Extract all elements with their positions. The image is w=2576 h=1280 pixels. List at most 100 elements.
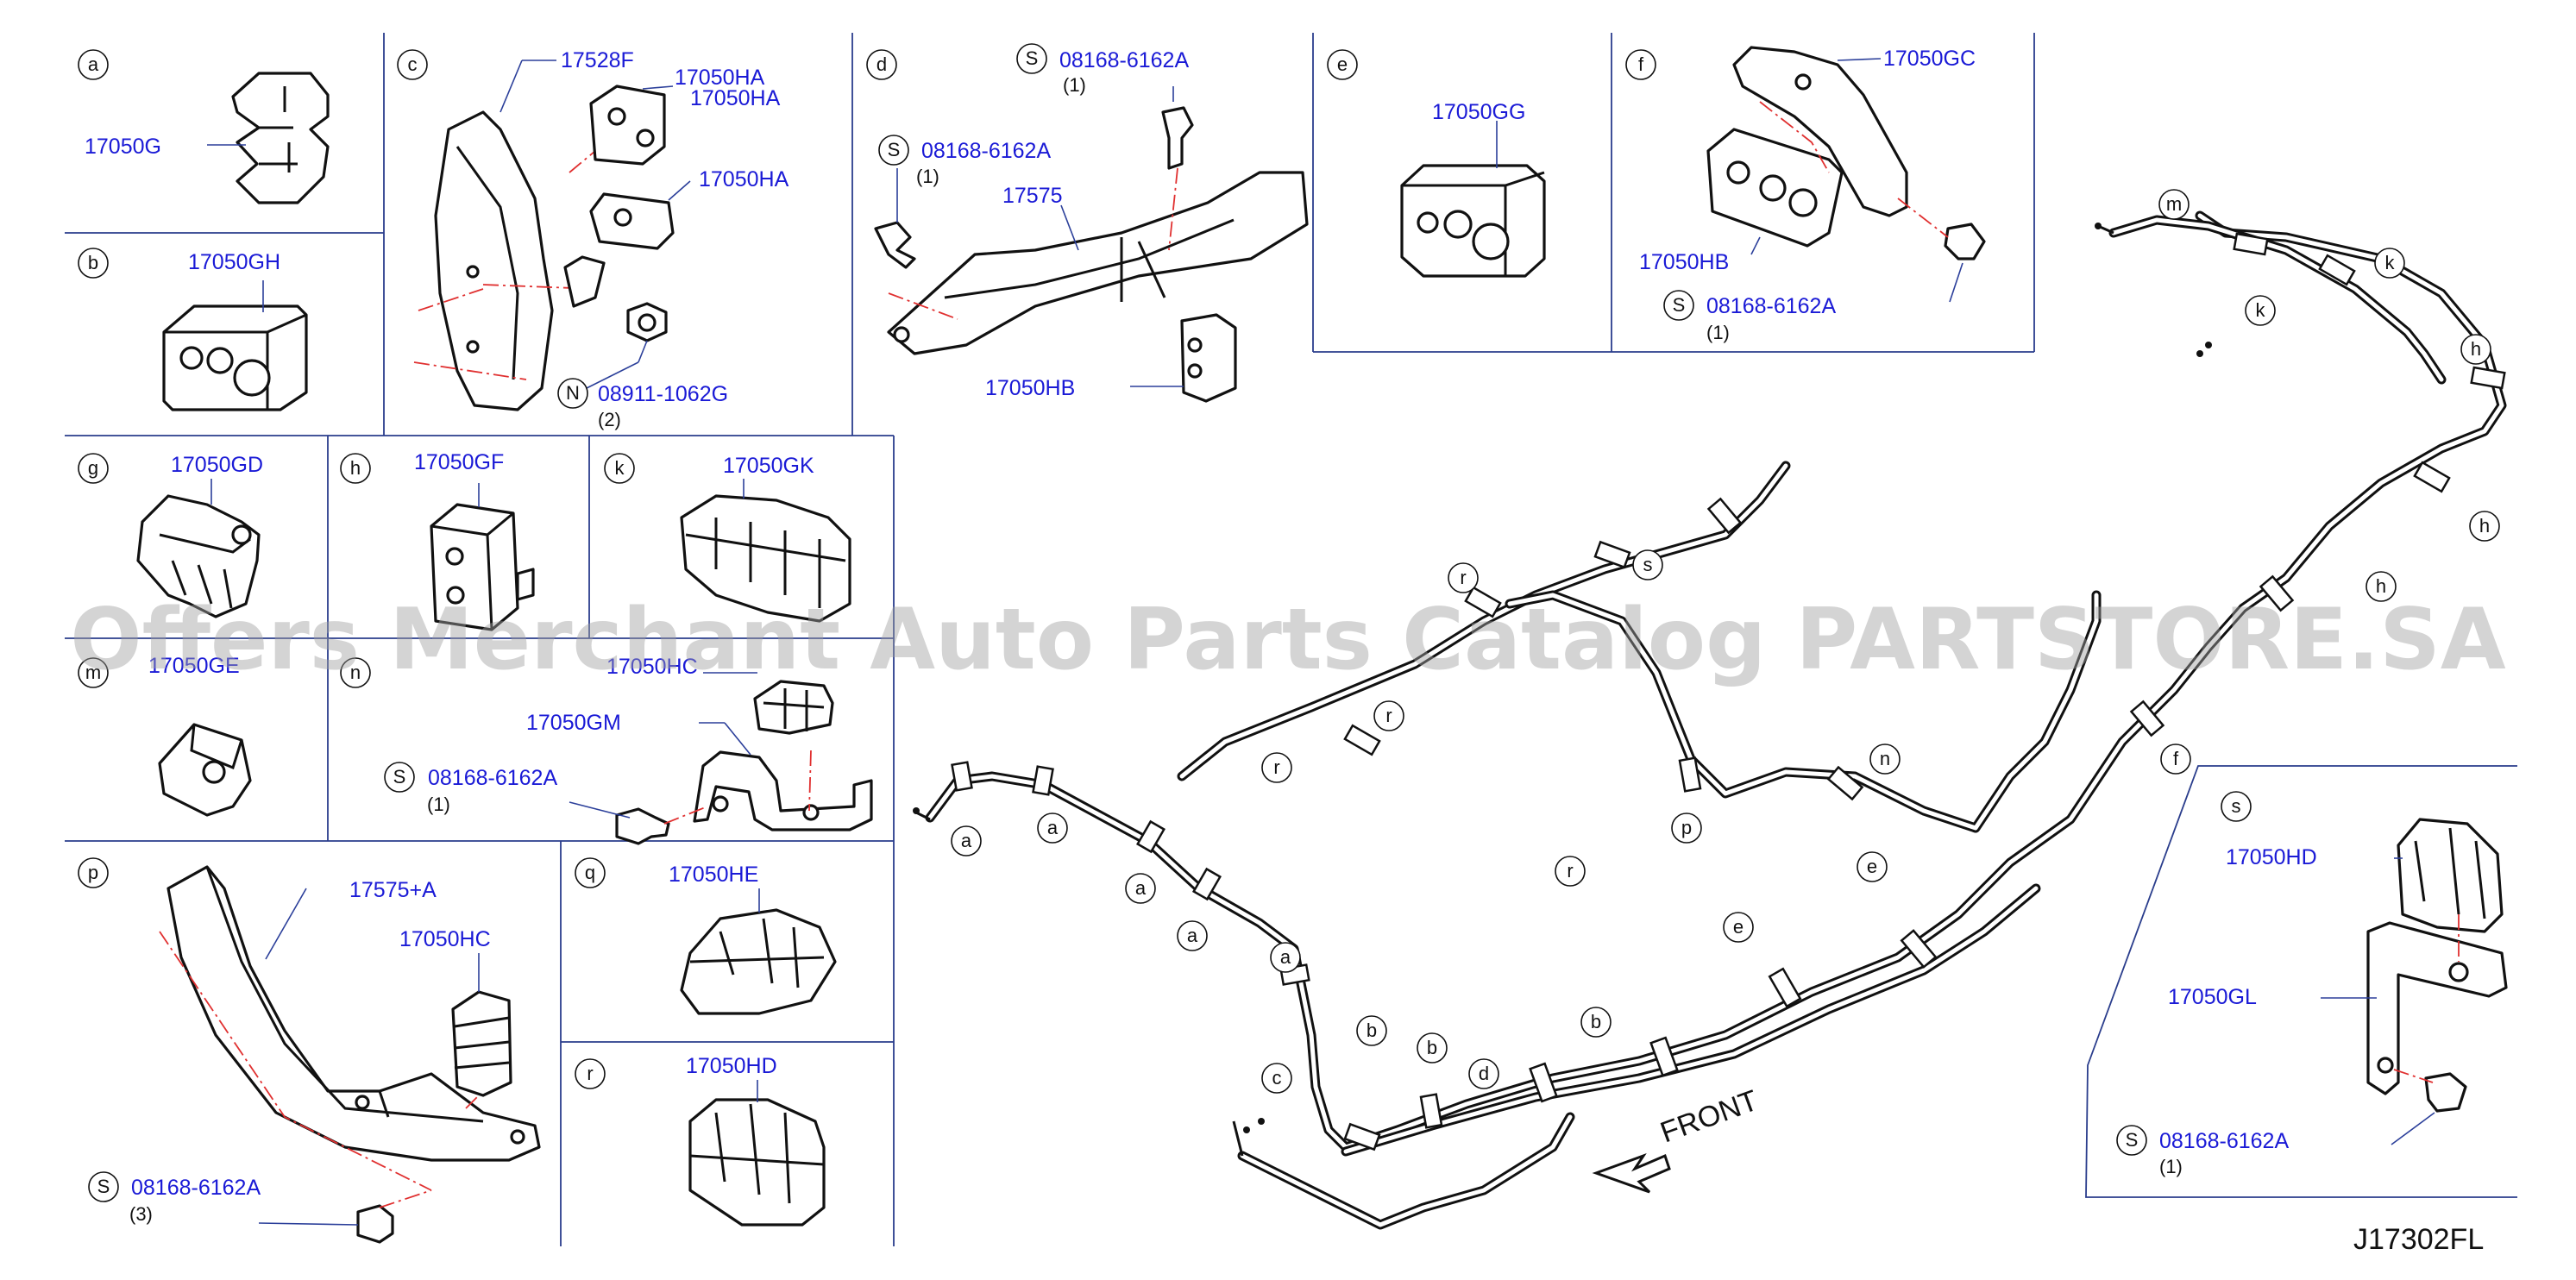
callout-a: a — [1125, 873, 1156, 904]
label-08168-n: 08168-6162A — [428, 766, 557, 790]
panel-a: 17050G — [85, 72, 330, 204]
label-17050ha-3: 17050HA — [699, 167, 789, 191]
bolt-d-1 — [874, 221, 916, 269]
label-08911-1062g: 08911-1062G — [598, 382, 728, 406]
clip-17050hb-d — [1180, 313, 1237, 403]
clip-17050ha-3 — [563, 255, 606, 308]
reference-code: J17302FL — [2353, 1223, 2485, 1256]
svg-text:S: S — [97, 1176, 110, 1197]
bolt-d-2 — [1161, 106, 1194, 170]
panel-letter-r: r — [575, 1058, 606, 1089]
svg-text:e: e — [1867, 856, 1877, 877]
label-17050gc: 17050GC — [1883, 47, 1976, 71]
svg-text:k: k — [2256, 299, 2266, 321]
label-08168-p: 08168-6162A — [131, 1176, 261, 1200]
panel-d: S 08168-6162A (1) S 08168-6162A (1) 1757… — [874, 43, 1309, 403]
callout-e: e — [1723, 912, 1754, 943]
panel-letter-a: a — [78, 49, 109, 80]
clip-17050gk — [680, 494, 851, 623]
svg-text:d: d — [876, 53, 887, 75]
callout-a: a — [1177, 920, 1208, 951]
label-17050ge: 17050GE — [148, 654, 240, 678]
callout-r: r — [1555, 856, 1586, 887]
panel-letter-e: e — [1327, 49, 1358, 80]
label-17050hc-n: 17050HC — [606, 655, 698, 679]
label-17050gm: 17050GM — [526, 711, 621, 735]
label-17050hd-r: 17050HD — [686, 1054, 777, 1078]
qty-d-top: (1) — [1063, 74, 1086, 96]
label-17050hb-f: 17050HB — [1639, 250, 1729, 274]
callout-k: k — [2245, 295, 2276, 326]
svg-text:s: s — [1643, 554, 1653, 575]
clip-17050ha-2 — [589, 192, 675, 250]
svg-text:g: g — [88, 457, 98, 479]
panel-letter-m: m — [78, 657, 109, 688]
panel-g: 17050GD — [136, 453, 263, 618]
label-17050hc-p: 17050HC — [399, 927, 491, 951]
callout-n: n — [1869, 744, 1901, 775]
clip-17050gg — [1400, 164, 1546, 278]
label-17050g: 17050G — [85, 135, 161, 159]
label-08168-d-left: 08168-6162A — [921, 139, 1051, 163]
svg-text:m: m — [2166, 193, 2182, 215]
label-17050ha-2: 17050HA — [690, 86, 781, 110]
svg-text:S: S — [2126, 1129, 2139, 1151]
panel-letter-p: p — [78, 857, 109, 888]
brake-pipe-assembly — [913, 210, 2507, 1230]
panel-letter-k: k — [604, 453, 635, 484]
callout-r: r — [1448, 562, 1479, 593]
bracket-17050gc — [1732, 46, 1908, 217]
front-indicator: FRONT — [1592, 1084, 1762, 1194]
label-17050he: 17050HE — [669, 863, 758, 887]
panel-letter-c: c — [397, 49, 428, 80]
svg-text:r: r — [1460, 567, 1466, 588]
label-17050gl: 17050GL — [2168, 985, 2257, 1009]
callout-d: d — [1468, 1058, 1499, 1089]
svg-text:k: k — [615, 457, 625, 479]
label-17050hd-s: 17050HD — [2226, 845, 2317, 869]
clip-17050ha-1 — [589, 85, 666, 166]
panel-b: 17050GH — [162, 250, 308, 411]
panel-h: 17050GF — [414, 450, 535, 631]
label-17050gf: 17050GF — [414, 450, 504, 474]
svg-text:p: p — [88, 862, 98, 883]
label-17050ha-1: 17050HA — [675, 66, 765, 90]
panel-m: 17050GE — [148, 654, 252, 817]
label-17050gk: 17050GK — [723, 454, 814, 478]
panel-letter-n: n — [340, 657, 371, 688]
label-17050gd: 17050GD — [171, 453, 263, 477]
callout-c: c — [1261, 1063, 1292, 1094]
svg-text:a: a — [1047, 817, 1059, 838]
svg-text:S: S — [888, 139, 901, 160]
svg-text:e: e — [1337, 53, 1348, 75]
svg-text:f: f — [1638, 53, 1644, 75]
svg-text:S: S — [1673, 294, 1686, 316]
qty-nut: (2) — [598, 409, 621, 430]
watermark: Offers Merchant Auto Parts Catalog PARTS… — [70, 591, 2506, 689]
bolt-f — [1944, 223, 1986, 260]
label-17528f: 17528F — [561, 48, 634, 72]
panel-grid — [65, 33, 2517, 1246]
panel-e: 17050GG — [1400, 100, 1546, 278]
svg-text:m: m — [85, 662, 101, 683]
svg-text:a: a — [88, 53, 99, 75]
svg-text:n: n — [350, 662, 361, 683]
label-08168-f: 08168-6162A — [1706, 294, 1836, 318]
panel-letter-d: d — [866, 49, 897, 80]
svg-text:b: b — [1427, 1037, 1437, 1058]
svg-text:a: a — [1280, 946, 1291, 968]
panel-q: 17050HE — [669, 863, 837, 1015]
label-17050gg: 17050GG — [1432, 100, 1525, 124]
callout-a: a — [1270, 942, 1301, 973]
callout-a: a — [1037, 813, 1068, 844]
panel-r: 17050HD — [686, 1054, 826, 1227]
svg-text:h: h — [350, 457, 361, 479]
svg-text:k: k — [2385, 252, 2396, 273]
label-08168-s: 08168-6162A — [2159, 1129, 2289, 1153]
callout-b: b — [1417, 1032, 1448, 1064]
svg-text:n: n — [1880, 748, 1890, 769]
front-label: FRONT — [1656, 1084, 1762, 1150]
bracket-17575a — [166, 865, 541, 1162]
panel-n: 17050HC 17050GM S 08168-6162A (1) — [384, 655, 873, 845]
